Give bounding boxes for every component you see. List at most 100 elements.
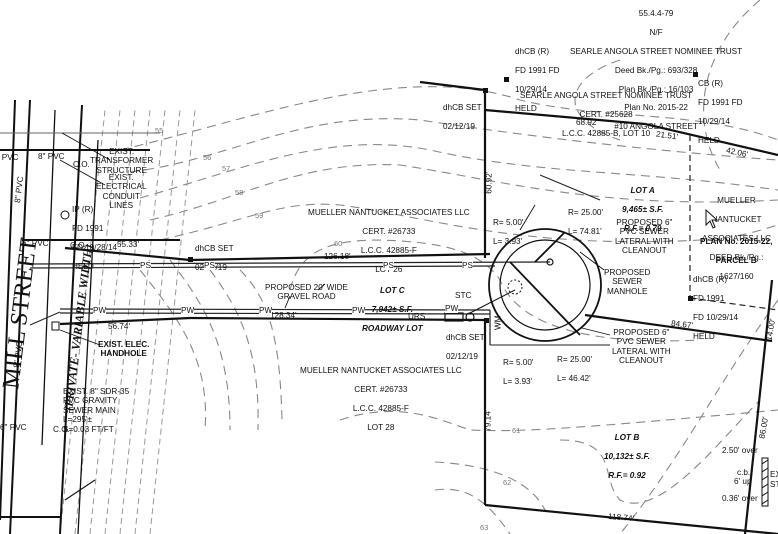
monument-line: 02/12/19: [446, 352, 478, 362]
lot-a-area: 9,465± S.F.: [622, 205, 664, 215]
dimension-68-92: 68.92': [576, 118, 599, 127]
north-nf: N/F: [649, 28, 663, 38]
pvc-label-a: 6" PVC: [1, 153, 19, 162]
north-map-number: 55.4.4-79: [638, 9, 674, 19]
lot-a-block: LOT A 9,465± S.F. R.F.= 0.79: [622, 177, 663, 243]
pw-label-4: PW: [352, 306, 366, 316]
contour-57: [139, 144, 778, 199]
curve-2-radius: R= 25.00': [568, 208, 604, 218]
monument-line: dhCB SET: [446, 333, 485, 343]
parcel-b-owner-2: NANTUCKET: [711, 215, 762, 225]
contour-label-59: 59: [255, 211, 264, 220]
wall-hatch: [761, 457, 769, 507]
lot10-cert: CERT. #25628: [579, 110, 633, 120]
lot-c-use: ROADWAY LOT: [362, 324, 423, 334]
wall-note-ex: EX: [770, 470, 778, 479]
monument-line: dhCB SET: [195, 244, 234, 254]
ps-label-4: PS: [462, 261, 473, 271]
ps-label-2: PS: [204, 261, 215, 271]
monument-line: CB (R): [698, 79, 724, 89]
conduit-note: EXIST. ELECTRICAL CONDUIT LINES: [96, 173, 147, 211]
parcel-b-plan-block: PLAN No. 2015-22, PARCEL B: [700, 228, 772, 275]
contour-left-1: [169, 259, 231, 431]
property-lines: [59, 80, 778, 534]
contour-label-61: 61: [512, 426, 521, 435]
lot10-lcc: L.C.C. 42885-B, LOT 10: [562, 129, 651, 139]
lot10-owner: SEARLE ANGOLA STREET NOMINEE TRUST: [520, 91, 693, 101]
wall-note-up: 6' up: [734, 477, 752, 486]
monument-ip-r: IP (R) FD 1991 FD 10/28/14 HELD: [72, 196, 117, 281]
monument-dhcb-set-west: dhCB SET 02/12/19: [195, 235, 234, 282]
lot28-lcc: L.C.C. 42885-F: [352, 404, 409, 414]
dimension-128-34: 128.34': [270, 311, 297, 320]
lot28-block: MUELLER NANTUCKET ASSOCIATES LLC CERT. #…: [300, 357, 462, 442]
contour-63: [434, 488, 511, 534]
dimension-55-33: 55.33': [117, 240, 140, 249]
cleanout-label-1: C.O.: [73, 160, 90, 169]
contour-55: [119, 86, 778, 151]
curve-1: R= 5.00' L= 3.93': [493, 209, 523, 256]
monument-line: FD 10/29/14: [693, 313, 739, 323]
lot28-lot: LOT 28: [367, 422, 395, 432]
contour-lotb-2: [619, 299, 778, 534]
contour-east-1: [703, 0, 761, 171]
monument-line: HELD: [693, 331, 715, 341]
monument-line: FD 1991: [693, 294, 725, 304]
contour-label-55: 55: [155, 126, 164, 135]
contour-left-4: [239, 269, 283, 421]
monument-dhcb-r-east: dhCB (R) FD 1991 FD 10/29/14 HELD: [693, 266, 738, 351]
parcel-b-deed: DEED Bk./Pg.:: [709, 252, 764, 262]
handhole-note: EXIST. ELEC. HANDHOLE: [98, 340, 150, 359]
curve-1-radius: R= 5.00': [493, 218, 524, 228]
monument-line: dhCB (R): [693, 275, 728, 285]
cul-de-sac-inner: [499, 239, 591, 331]
monument-line: 10/29/14: [698, 117, 730, 127]
wall-note-over-1: 2.50' over: [722, 446, 758, 455]
north-owner-name: SEARLE ANGOLA STREET NOMINEE TRUST: [570, 47, 743, 57]
wall-note-st: ST: [770, 480, 778, 489]
monument-line: FD 1991 FD: [698, 98, 743, 108]
transformer-note: EXIST. TRANSFORMER STRUCTURE: [90, 147, 154, 175]
dimension-60-92: 60.92': [484, 171, 494, 194]
contour-62: [434, 461, 546, 511]
contour-56: [129, 118, 778, 173]
contour-58: [149, 164, 778, 221]
wm-label: WM: [493, 315, 503, 330]
manhole-note: PROPOSED SEWER MANHOLE: [604, 268, 651, 296]
parcel-b-owner-1: MUELLER: [717, 196, 756, 206]
north-owner-block: 55.4.4-79 N/F SEARLE ANGOLA STREET NOMIN…: [570, 0, 742, 141]
dimension-79-14: 79.14': [483, 409, 493, 432]
pvc-label-b: 8" PVC: [38, 152, 65, 161]
gravel-road-note: PROPOSED 20' WIDE GRAVEL ROAD: [265, 283, 349, 302]
ps-label-1: PS: [140, 261, 151, 271]
sewer-lateral-note-1: PROPOSED 6" PVC SEWER LATERAL WITH CLEAN…: [615, 218, 674, 256]
sewer-lateral-note-2: PROPOSED 6" PVC SEWER LATERAL WITH CLEAN…: [612, 328, 671, 366]
contour-left-3: [209, 269, 259, 431]
pw-label-2: PW: [181, 306, 195, 316]
mouse-cursor-icon: [705, 209, 719, 229]
pw-label-3: PW: [259, 306, 273, 316]
dimension-126-18: 126.18': [324, 252, 351, 261]
wall-note-cb: c.b.: [737, 468, 751, 477]
contour-label-63: 63: [480, 523, 489, 532]
curve-3: R= 5.00' L= 3.93': [503, 349, 533, 396]
pvc-label-e: 6" PVC: [0, 423, 27, 432]
curve-3-length: L= 3.93': [503, 377, 533, 387]
monument-line: FD 10/28/14: [72, 243, 118, 253]
contour-label-58: 58: [235, 188, 244, 197]
lot-b-area: 10,132± S.F.: [604, 452, 650, 462]
north-deed: Deed Bk./Pg.: 693/328: [614, 65, 698, 75]
curve-2-length: L= 74.81': [568, 227, 602, 237]
monument-dhcb-r-top-left: dhCB (R) FD 1991 FD 10/29/14 HELD: [515, 38, 560, 123]
lot26-owner: MUELLER NANTUCKET ASSOCIATES LLC: [308, 208, 470, 218]
manhole-symbol: [546, 258, 554, 266]
contour-61: [339, 409, 778, 432]
contour-label-60: 60: [334, 239, 343, 248]
monument-line: HELD: [72, 261, 94, 271]
leader-lines: [59, 132, 611, 346]
street-lines: [0, 99, 180, 534]
lot26-block: MUELLER NANTUCKET ASSOCIATES LLC CERT. #…: [308, 199, 470, 284]
lot-c-area: 7,942± S.F.: [371, 305, 414, 315]
pw-label-1: PW: [93, 306, 107, 316]
catch-basin-symbol: [507, 279, 523, 295]
